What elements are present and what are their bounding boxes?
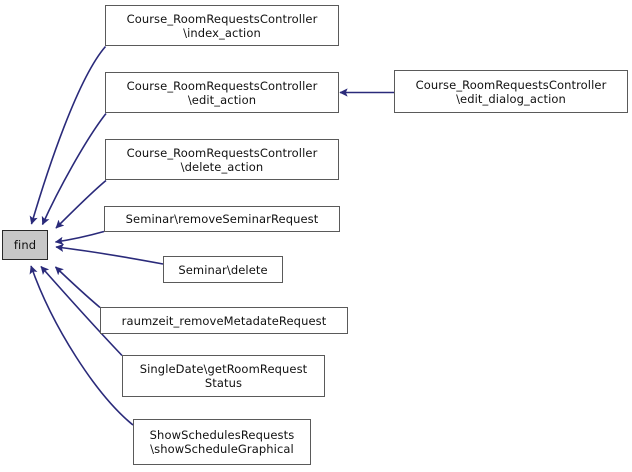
node-delete-action[interactable]: Course_RoomRequestsController \delete_ac…	[105, 139, 339, 180]
node-index-action[interactable]: Course_RoomRequestsController \index_act…	[105, 5, 339, 46]
node-raumzeit-remove-metadate-request-label: raumzeit_removeMetadateRequest	[121, 313, 327, 328]
node-index-action-label: Course_RoomRequestsController \index_act…	[126, 11, 318, 40]
edge-showschedulegraphical-to-find	[29, 265, 134, 426]
edge-edit-action-to-find	[41, 113, 107, 226]
node-edit-dialog-action-label: Course_RoomRequestsController \edit_dial…	[415, 77, 607, 106]
node-get-room-request-status[interactable]: SingleDate\getRoomRequest Status	[122, 355, 325, 397]
edge-index-action-to-find	[29, 45, 107, 225]
node-edit-action[interactable]: Course_RoomRequestsController \edit_acti…	[105, 72, 339, 113]
node-remove-seminar-request[interactable]: Seminar\removeSeminarRequest	[104, 206, 340, 232]
edge-removeseminarrequest-to-find	[54, 230, 105, 245]
node-seminar-delete-label: Seminar\delete	[178, 262, 268, 277]
node-delete-action-label: Course_RoomRequestsController \delete_ac…	[126, 145, 318, 174]
edge-seminar-delete-to-find	[55, 243, 164, 265]
node-edit-dialog-action[interactable]: Course_RoomRequestsController \edit_dial…	[394, 70, 628, 113]
node-raumzeit-remove-metadate-request[interactable]: raumzeit_removeMetadateRequest	[100, 307, 348, 334]
node-show-schedule-graphical-label: ShowSchedulesRequests \showScheduleGraph…	[149, 428, 295, 456]
edge-raumzeit-to-find	[54, 266, 101, 309]
node-find-label: find	[13, 238, 37, 252]
node-seminar-delete[interactable]: Seminar\delete	[163, 256, 283, 283]
edge-delete-action-to-find	[55, 179, 107, 229]
node-show-schedule-graphical[interactable]: ShowSchedulesRequests \showScheduleGraph…	[133, 419, 311, 465]
node-find[interactable]: find	[2, 230, 48, 260]
node-remove-seminar-request-label: Seminar\removeSeminarRequest	[125, 212, 319, 226]
node-edit-action-label: Course_RoomRequestsController \edit_acti…	[126, 78, 318, 107]
node-get-room-request-status-label: SingleDate\getRoomRequest Status	[139, 362, 308, 390]
